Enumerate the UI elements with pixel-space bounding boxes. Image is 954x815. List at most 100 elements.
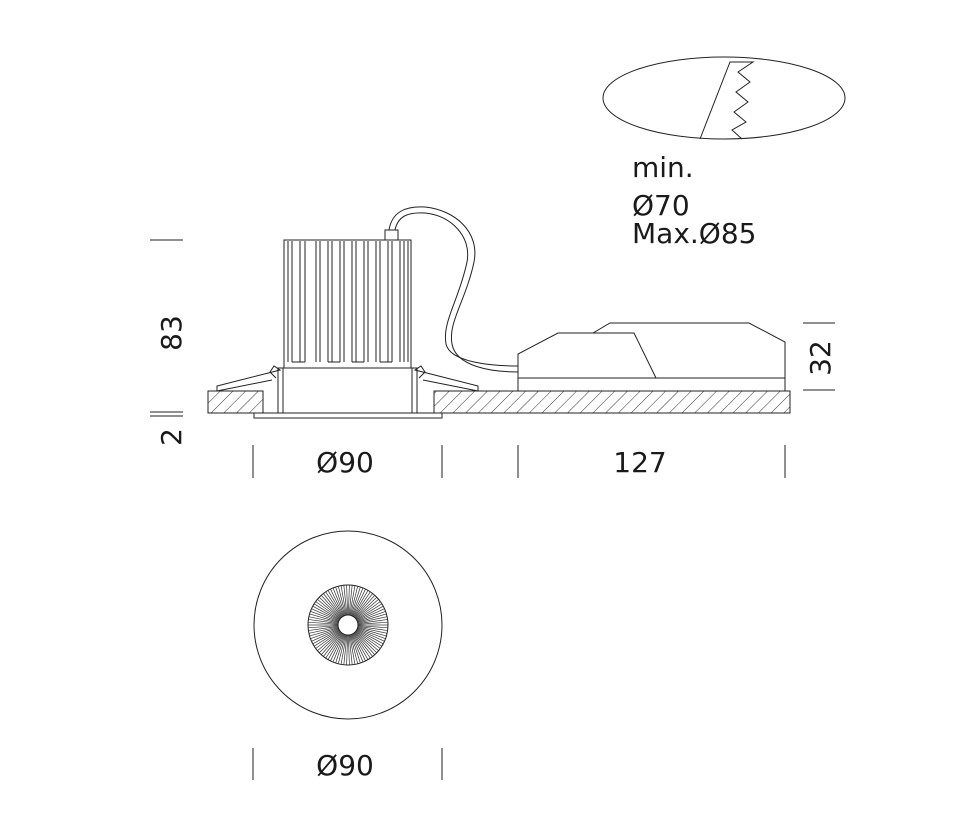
- heatsink-fins: [287, 241, 409, 363]
- luminaire-bottom-view: [253, 530, 443, 720]
- reflector-ray: [308, 621, 339, 625]
- luminaire-side-view: [216, 206, 519, 419]
- reflector-ray: [346, 585, 349, 616]
- reflector-ray: [327, 633, 344, 660]
- reflector-ray: [318, 631, 342, 654]
- reflector-ray: [346, 634, 349, 665]
- reflector-ray: [357, 610, 386, 622]
- reflector-ray: [353, 632, 373, 657]
- saw-edge-icon: [699, 61, 755, 140]
- reflector-ray: [357, 628, 386, 640]
- reflector-ray: [353, 593, 373, 618]
- reflector-ray: [337, 634, 346, 664]
- reflector-ray: [357, 621, 388, 625]
- dim-trim-diameter-bottom: Ø90: [316, 749, 374, 782]
- reflector-ray: [308, 626, 339, 634]
- reflector-ray: [313, 630, 340, 647]
- reflector-ray: [311, 608, 340, 622]
- reflector-ray: [308, 625, 339, 629]
- reflector-ray: [343, 634, 348, 665]
- dim-driver-height: 32: [804, 340, 837, 376]
- reflector-ray: [352, 588, 366, 617]
- reflector-ray: [351, 634, 364, 663]
- reflector-ray: [352, 633, 366, 662]
- connector: [384, 229, 399, 241]
- reflector-ray: [335, 586, 346, 616]
- reflector-ray: [310, 610, 339, 622]
- reflector-ray: [323, 632, 343, 657]
- reflector-ray: [320, 632, 342, 655]
- reflector-ray: [317, 631, 341, 651]
- dim-trim-thickness: 2: [155, 428, 188, 446]
- trim-ring: [253, 412, 443, 419]
- reflector-ray: [353, 591, 371, 617]
- reflector-ray: [355, 631, 379, 651]
- reflector-ray: [357, 625, 388, 629]
- reflector-ray: [349, 585, 356, 616]
- reflector-ray: [340, 585, 347, 616]
- reflector-ray: [357, 626, 388, 631]
- reflector-ray: [354, 632, 376, 655]
- reflector-ray: [337, 586, 346, 616]
- reflector-ray: [353, 633, 371, 659]
- reflector-ray: [335, 634, 346, 664]
- dimension-lines: [150, 239, 835, 780]
- reflector-ray: [356, 628, 385, 642]
- reflector-ray: [308, 626, 339, 631]
- min-label: min.: [632, 151, 694, 184]
- reflector-ray: [352, 633, 369, 660]
- reflector-ray: [354, 631, 378, 654]
- spring-clip-left: [216, 365, 282, 392]
- reflector-ray: [332, 587, 345, 616]
- reflector-ray: [308, 616, 339, 624]
- min-diameter: Ø70: [632, 189, 690, 222]
- reflector-ray: [357, 627, 387, 637]
- dim-trim-diameter-side: Ø90: [316, 446, 374, 479]
- housing: [277, 367, 418, 414]
- reflector-ray: [350, 586, 359, 616]
- reflector-ray: [312, 629, 340, 645]
- reflector-ray: [348, 585, 353, 616]
- reflector-ray: [323, 593, 343, 618]
- cutout-detail: [602, 56, 846, 140]
- cutout-ellipse: [602, 56, 846, 140]
- reflector-ray: [340, 634, 347, 665]
- reflector-ray: [309, 627, 339, 637]
- reflector-rays: [308, 585, 388, 665]
- dim-driver-length: 127: [613, 446, 666, 479]
- reflector-ray: [347, 634, 350, 665]
- reflector-ray: [356, 630, 383, 647]
- reflector-ray: [354, 595, 376, 618]
- reflector-ray: [351, 587, 364, 616]
- reflector-ray: [330, 588, 344, 617]
- reflector-ray: [330, 633, 344, 662]
- reflector-ray: [357, 616, 388, 624]
- reflector-ray: [350, 634, 359, 664]
- reflector-ray: [355, 599, 379, 619]
- reflector-ray: [311, 628, 340, 642]
- reflector-ray: [355, 601, 381, 620]
- reflector-ray: [315, 601, 341, 620]
- heatsink: [283, 239, 412, 369]
- reflector-ray: [309, 613, 339, 623]
- reflector-ray: [356, 605, 384, 621]
- reflector-ray: [343, 585, 348, 616]
- reflector-ray: [325, 591, 343, 617]
- reflector-ray: [356, 608, 385, 622]
- reflector-ray: [313, 603, 340, 620]
- ceiling-left: [207, 390, 264, 414]
- reflector-ray: [350, 634, 361, 664]
- driver: [517, 322, 786, 392]
- reflector-ray: [312, 605, 340, 621]
- reflector-ray: [357, 619, 388, 624]
- reflector-ray: [357, 613, 387, 623]
- reflector-ray: [325, 633, 343, 659]
- reflector-ray: [355, 630, 381, 649]
- reflector-ray: [349, 634, 356, 665]
- spring-clip-right: [413, 365, 479, 392]
- ceiling-right: [433, 390, 791, 414]
- cable: [388, 206, 519, 373]
- trim-circle: [253, 530, 443, 720]
